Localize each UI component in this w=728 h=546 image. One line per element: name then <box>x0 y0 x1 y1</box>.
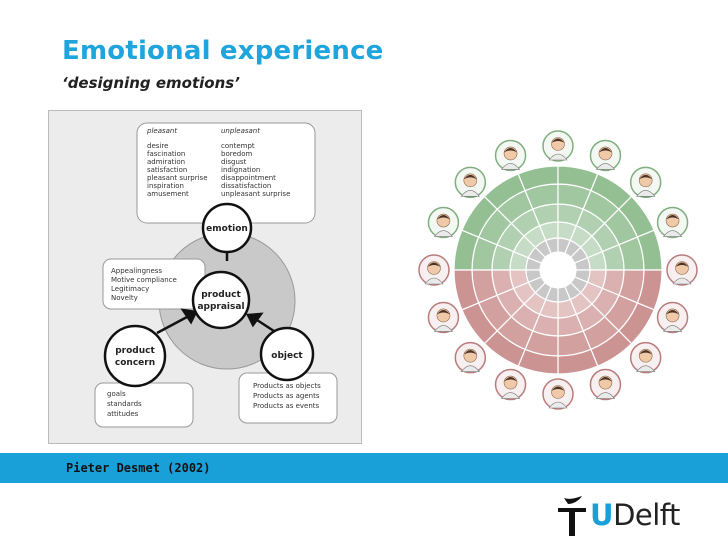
character-face-icon <box>427 206 460 239</box>
character-face-icon <box>542 130 574 162</box>
emotion-model-diagram: pleasant unpleasant desire fascination a… <box>94 122 338 428</box>
pleasant-emotion: fascination <box>147 150 185 158</box>
pleasant-emotion-list: desire fascination admiration satisfacti… <box>147 142 208 198</box>
object-item: Products as objects <box>253 382 321 390</box>
character-face-icon <box>418 254 450 286</box>
unpleasant-emotion: contempt <box>221 142 255 150</box>
node-appraisal-label-1: product <box>201 290 241 300</box>
character-face-icon <box>629 166 662 199</box>
node-object: object <box>259 326 315 382</box>
concern-item: goals <box>107 390 126 398</box>
unpleasant-emotion-list: contempt boredom disgust indignation dis… <box>221 142 290 198</box>
pleasant-emotion: desire <box>147 142 168 150</box>
unpleasant-emotion: disgust <box>221 158 247 166</box>
appraisal-item: Novelty <box>111 294 138 302</box>
pleasant-emotion: amusement <box>147 190 189 198</box>
node-emotion-label: emotion <box>206 224 248 234</box>
character-face-icon <box>494 139 527 172</box>
unpleasant-emotion: boredom <box>221 150 252 158</box>
logo-text: UDelft <box>590 498 680 532</box>
character-face-icon <box>656 206 689 239</box>
slide-title: Emotional experience <box>62 36 384 66</box>
node-concern-label-2: concern <box>115 358 155 368</box>
character-face-icon <box>427 301 460 334</box>
node-product-appraisal: product appraisal <box>191 270 251 330</box>
character-face-icon <box>656 301 689 334</box>
unpleasant-segment <box>453 269 480 311</box>
emotion-model-figure: pleasant unpleasant desire fascination a… <box>48 110 362 444</box>
node-object-label: object <box>271 351 303 361</box>
unpleasant-emotion: disappointment <box>221 174 276 182</box>
emotion-wheel <box>418 130 698 410</box>
slide-subtitle: ‘designing emotions’ <box>62 74 240 92</box>
object-item: Products as agents <box>253 392 320 400</box>
character-face-icon <box>454 341 487 374</box>
character-face-icon <box>629 341 662 374</box>
logo-text-middle: U <box>590 498 614 532</box>
pleasant-emotion: pleasant surprise <box>147 174 208 182</box>
node-appraisal-label-2: appraisal <box>197 302 244 312</box>
flame-icon <box>558 496 586 536</box>
character-face-icon <box>589 368 622 401</box>
appraisal-item: Appealingness <box>111 267 162 275</box>
object-item: Products as events <box>253 402 320 410</box>
pleasant-emotion: satisfaction <box>147 166 187 174</box>
unpleasant-emotion: dissatisfaction <box>221 182 271 190</box>
pleasant-emotion: admiration <box>147 158 185 166</box>
tu-delft-logo: UDelft <box>556 496 706 538</box>
logo-text-suffix: Delft <box>613 498 680 532</box>
footer-bar: Pieter Desmet (2002) <box>0 453 728 483</box>
character-face-icon <box>589 139 622 172</box>
concern-item: standards <box>107 400 142 408</box>
node-product-concern: product concern <box>103 324 167 388</box>
unpleasant-header: unpleasant <box>221 127 260 135</box>
unpleasant-emotion: unpleasant surprise <box>221 190 290 198</box>
character-face-icon <box>494 368 527 401</box>
character-face-icon <box>454 166 487 199</box>
pleasant-header: pleasant <box>146 127 177 135</box>
character-face-icon <box>542 378 574 410</box>
appraisal-item: Legitimacy <box>111 285 149 293</box>
pleasant-emotion: inspiration <box>147 182 184 190</box>
concern-item: attitudes <box>107 410 139 418</box>
wheel-hub <box>541 253 575 287</box>
node-emotion: emotion <box>201 202 253 254</box>
emotion-wheel-figure <box>418 122 698 416</box>
character-face-icon <box>666 254 698 286</box>
unpleasant-emotion: indignation <box>221 166 260 174</box>
citation: Pieter Desmet (2002) <box>66 461 211 475</box>
node-concern-label-1: product <box>115 346 155 356</box>
appraisal-item: Motive compliance <box>111 276 177 284</box>
